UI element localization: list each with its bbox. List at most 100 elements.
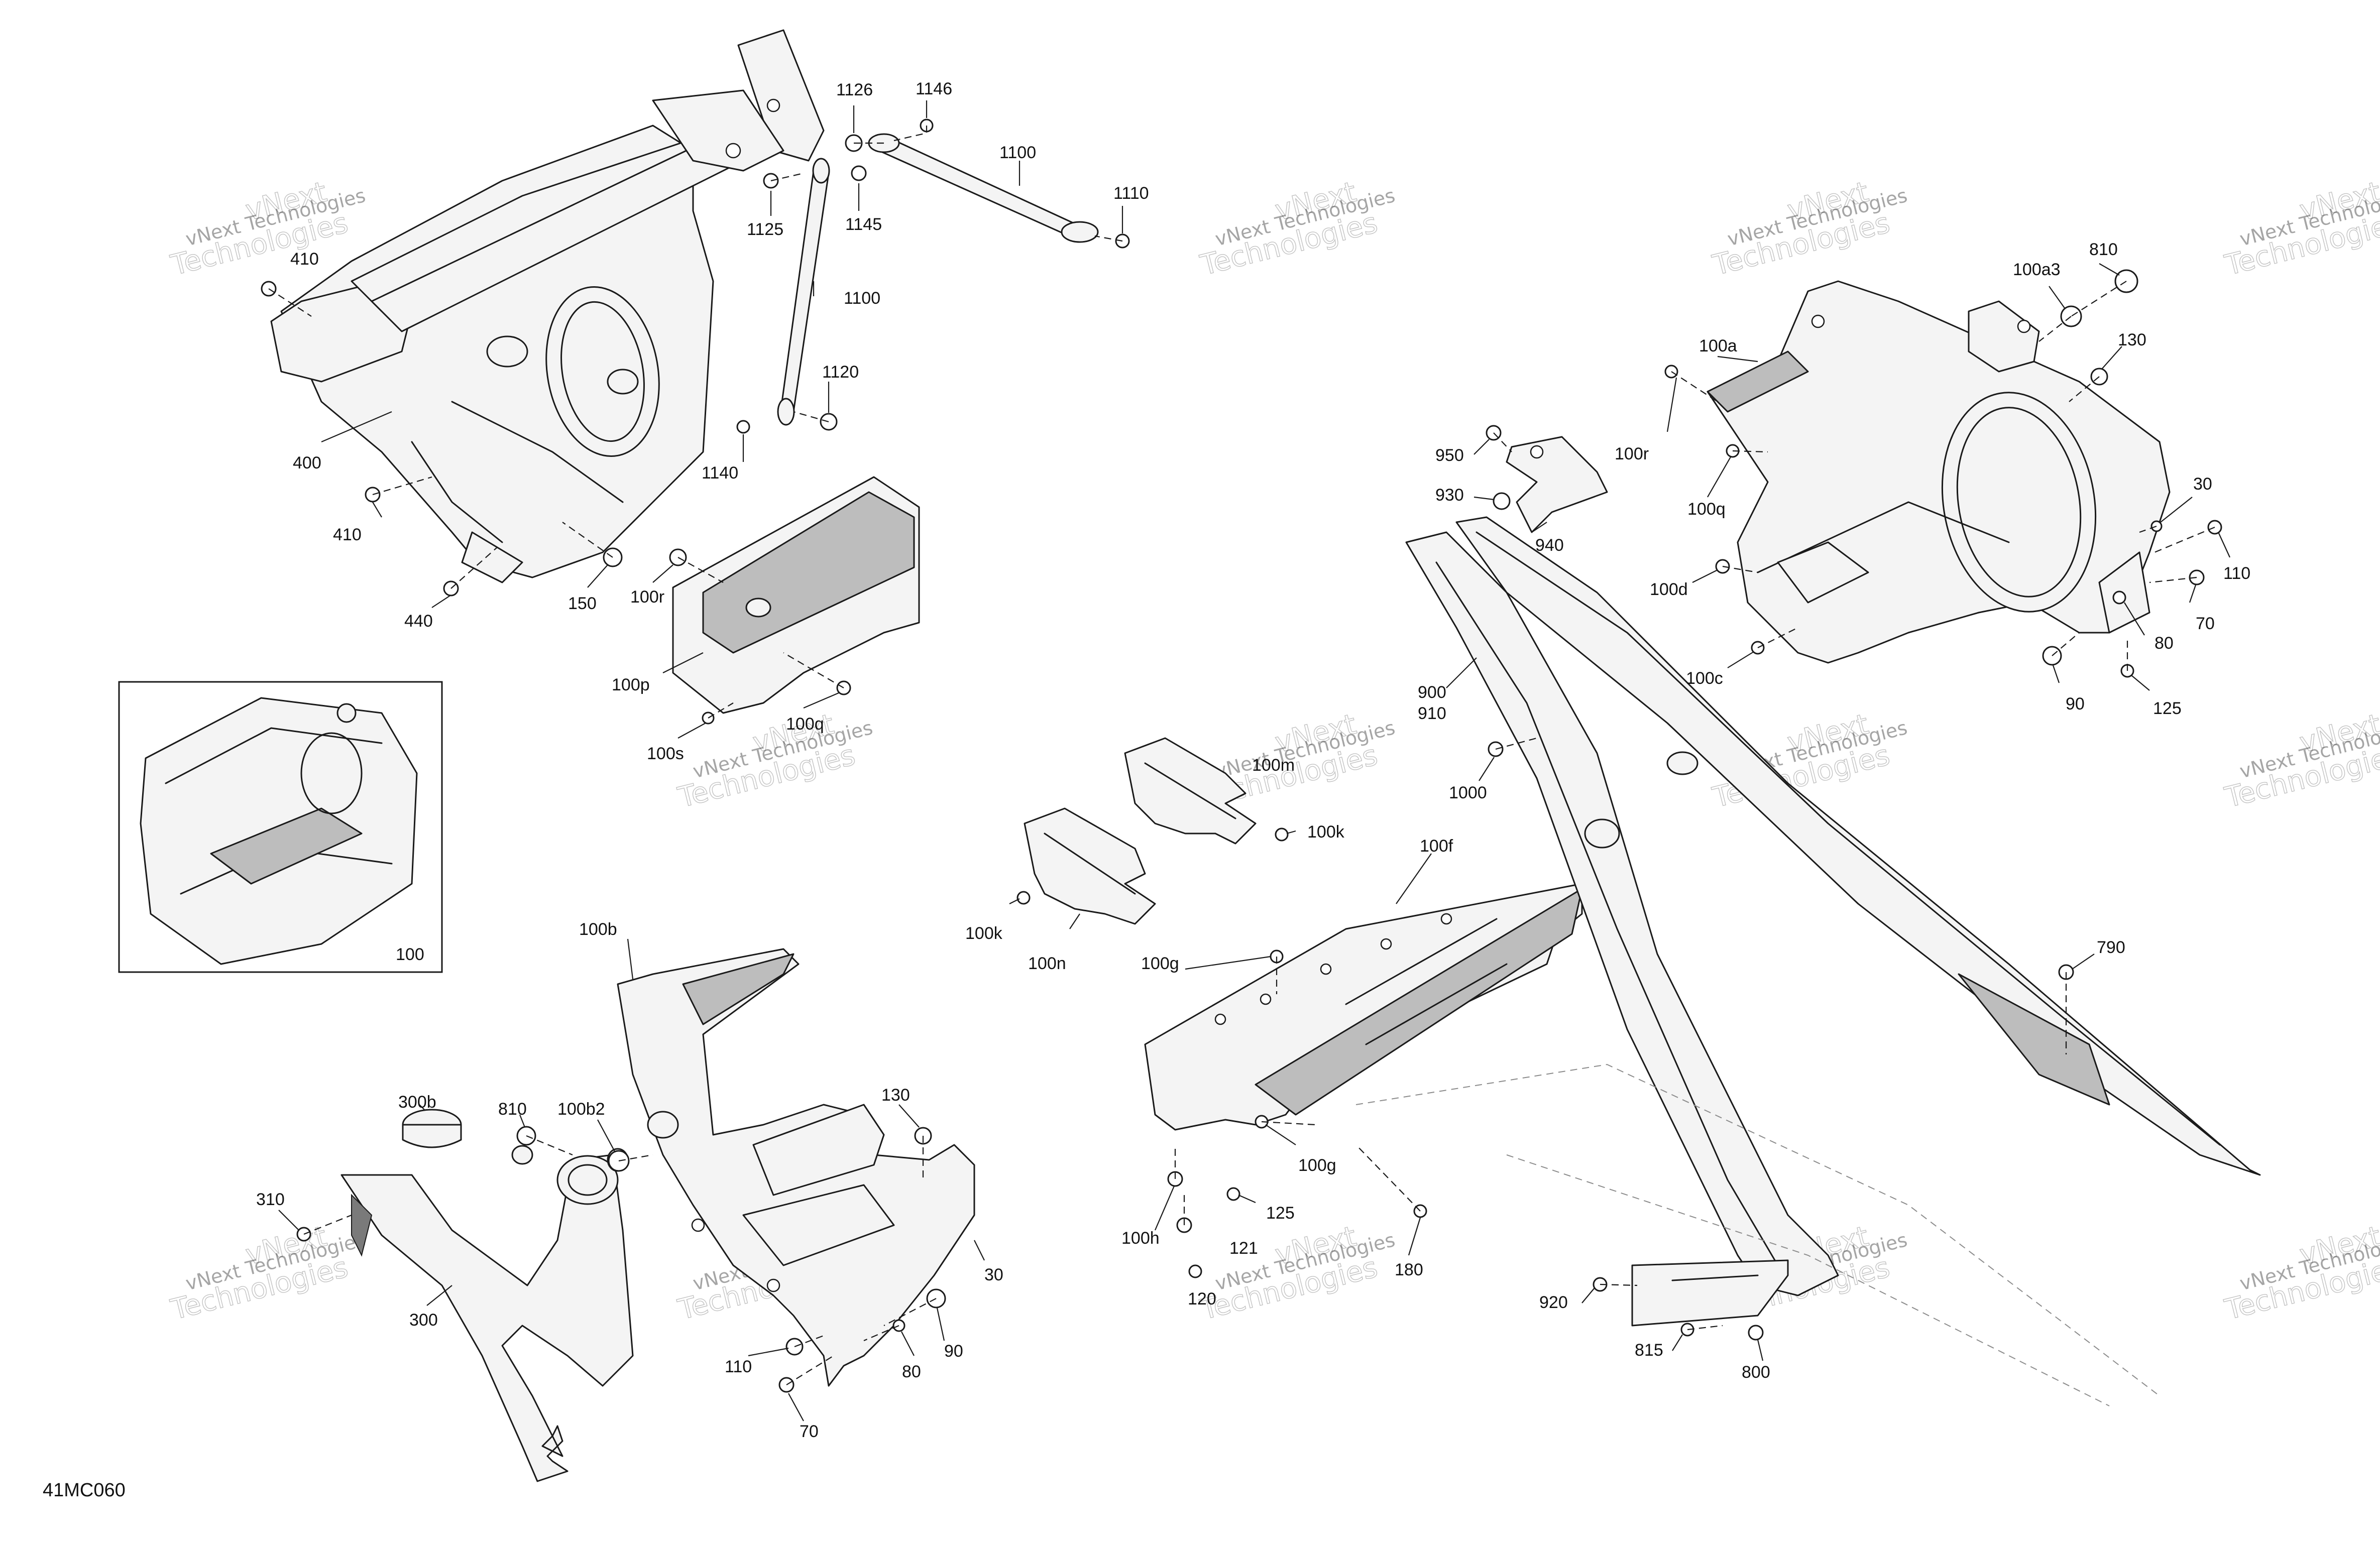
strap-800 xyxy=(1631,1259,1789,1327)
callout-1100-lower: 1100 xyxy=(844,289,880,308)
callout-100k-right: 100k xyxy=(1307,822,1345,842)
callout-100q-right: 100q xyxy=(1687,500,1726,519)
watermark-2: vNext vNext Technologies Technologies xyxy=(1197,175,1397,282)
callout-1140: 1140 xyxy=(702,463,738,483)
callout-800: 800 xyxy=(1742,1363,1770,1382)
callout-310: 310 xyxy=(256,1190,285,1209)
callout-920: 920 xyxy=(1539,1293,1568,1312)
bolt-1145-icon xyxy=(851,165,867,181)
callout-70-right: 70 xyxy=(2196,614,2215,633)
callout-80-right: 80 xyxy=(2155,634,2174,653)
callout-950: 950 xyxy=(1435,446,1464,465)
leaders-right xyxy=(1446,432,2095,1361)
callout-110-right: 110 xyxy=(2223,564,2250,583)
bolt-125-icon xyxy=(1226,1187,1240,1201)
hardware-right xyxy=(1486,425,2074,1341)
callout-1000: 1000 xyxy=(1449,783,1487,802)
callout-100p: 100p xyxy=(612,675,650,694)
callout-1126: 1126 xyxy=(836,80,873,99)
front-frame-400 xyxy=(270,29,825,583)
callout-100c: 100c xyxy=(1686,669,1723,688)
callout-90-left: 90 xyxy=(944,1342,963,1361)
washer-80b-icon xyxy=(2112,590,2126,605)
callout-150: 150 xyxy=(568,594,597,613)
callout-100s: 100s xyxy=(647,744,684,763)
callout-815: 815 xyxy=(1635,1341,1663,1360)
callout-100-inset: 100 xyxy=(396,945,424,964)
rear-frame-100a xyxy=(1707,280,2171,664)
skid-plate-100p xyxy=(672,476,920,714)
callout-410-upper: 410 xyxy=(290,250,319,269)
callout-100k-left: 100k xyxy=(965,924,1003,943)
bolt-120-icon xyxy=(1188,1264,1202,1278)
callout-1125: 1125 xyxy=(747,220,783,239)
callout-1145: 1145 xyxy=(845,215,882,234)
callout-300: 300 xyxy=(409,1311,438,1330)
callout-300b: 300b xyxy=(398,1093,436,1112)
callout-125-right: 125 xyxy=(2153,699,2182,718)
leaders-lower-left xyxy=(278,938,985,1421)
nut-100k-b-icon xyxy=(1016,891,1031,905)
plate-940 xyxy=(1506,436,1608,533)
leaders-upper-right xyxy=(1666,263,2230,691)
callout-80-left: 80 xyxy=(902,1362,921,1381)
rear-arm-300 xyxy=(341,1109,634,1482)
callout-100b2: 100b2 xyxy=(557,1100,605,1119)
side-rails-900-910 xyxy=(1355,516,2261,1406)
tie-rod-1100-upper xyxy=(868,133,1099,243)
callout-910: 910 xyxy=(1418,704,1446,723)
callout-100m: 100m xyxy=(1252,756,1295,775)
callout-130-left: 130 xyxy=(881,1086,910,1105)
callout-labels: 1126 1146 1100 1110 1125 1145 1100 1120 … xyxy=(256,79,2250,1441)
callout-810-right: 810 xyxy=(2089,240,2118,259)
brackets-100m-100n xyxy=(1024,737,1257,925)
callout-100q-left: 100q xyxy=(786,715,824,734)
watermark-14: vNext vNext Technologies Technologies xyxy=(2221,1220,2380,1327)
callout-100f: 100f xyxy=(1420,837,1453,856)
callout-810-left: 810 xyxy=(498,1100,527,1119)
center-skid-100f xyxy=(1144,883,1583,1131)
tie-rod-1100-lower xyxy=(777,158,830,426)
watermark-10: vNext vNext Technologies Technologies xyxy=(167,1220,368,1327)
callout-121: 121 xyxy=(1229,1239,1258,1258)
watermark-1: vNext vNext Technologies Technologies xyxy=(167,175,368,282)
callout-940: 940 xyxy=(1535,536,1564,555)
callout-90-right: 90 xyxy=(2066,694,2085,714)
assembly-inset-100 xyxy=(118,681,443,973)
nut-930-icon xyxy=(1493,492,1511,510)
callout-1110: 1110 xyxy=(1113,184,1149,203)
callout-180: 180 xyxy=(1395,1260,1423,1279)
callout-100r-right: 100r xyxy=(1615,444,1649,463)
callout-410-lower: 410 xyxy=(333,525,362,544)
callout-1100-upper: 1100 xyxy=(999,143,1036,162)
callout-900: 900 xyxy=(1418,683,1446,702)
callout-30-left: 30 xyxy=(984,1265,1003,1284)
nut-100k-icon xyxy=(1275,827,1289,842)
callout-110-left: 110 xyxy=(725,1357,752,1376)
callout-100g-upper: 100g xyxy=(1141,954,1179,973)
callout-790: 790 xyxy=(2097,938,2125,957)
callout-125-center: 125 xyxy=(1266,1204,1295,1223)
leaders-upper-left xyxy=(268,100,1123,739)
watermark-12: vNext vNext Technologies Technologies xyxy=(1197,1220,1397,1327)
callout-120: 120 xyxy=(1188,1289,1216,1309)
callout-100n: 100n xyxy=(1028,954,1066,973)
leaders-center xyxy=(1009,830,1432,1256)
watermark-4: vNext vNext Technologies Technologies xyxy=(2221,175,2380,282)
callout-100h: 100h xyxy=(1121,1229,1160,1248)
callout-30-right: 30 xyxy=(2193,474,2212,494)
nut-800-icon xyxy=(1748,1325,1764,1341)
watermark-6: vNext vNext Technologies Technologies xyxy=(674,707,875,814)
diagram-reference-code: 41MC060 xyxy=(43,1480,126,1501)
callout-100d: 100d xyxy=(1650,580,1688,599)
callout-1120: 1120 xyxy=(822,363,859,382)
callout-930: 930 xyxy=(1435,486,1464,505)
callout-100r-left: 100r xyxy=(630,587,664,607)
callout-1146: 1146 xyxy=(916,79,952,98)
callout-400: 400 xyxy=(293,453,321,472)
callout-130-right: 130 xyxy=(2118,330,2146,349)
callout-440: 440 xyxy=(404,612,433,631)
watermark-3: vNext vNext Technologies Technologies xyxy=(1709,175,1909,282)
callout-100g-lower: 100g xyxy=(1298,1156,1336,1175)
